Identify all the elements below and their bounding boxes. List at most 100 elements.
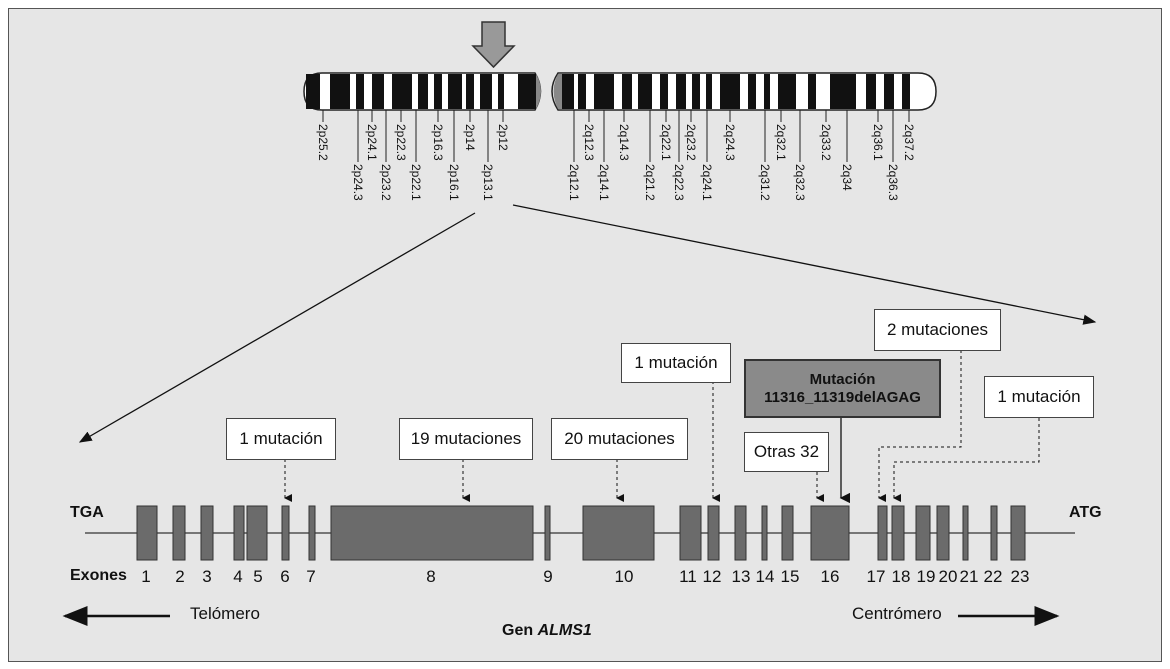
band-label-q-0: 2q12.1 [567,164,581,201]
band-label-p-1: 2p24.3 [351,164,365,201]
exon-number-9: 9 [543,567,553,586]
exon-block-8 [330,505,534,561]
mutation-box-main: Mutación 11316_11319delAGAG [744,359,941,418]
mutation-box-exon12: 1 mutación [621,343,731,383]
band-label-q-12: 2q32.3 [793,164,807,201]
exon-block-1 [136,505,158,561]
band-label-q-7: 2q23.2 [684,124,698,161]
mutation-box-exon8: 19 mutaciones [399,418,533,460]
band-label-q-10: 2q31.2 [758,164,772,201]
gene-left-end: TGA [70,504,104,521]
mutation-box-exon17-18: 2 mutaciones [874,309,1001,351]
band-label-p-9: 2p13.1 [481,164,495,201]
gene-title: Gen ALMS1 [502,622,592,640]
band-label-p-7: 2p16.1 [447,164,461,201]
exon-block-22 [990,505,998,561]
exon-block-6 [281,505,290,561]
exon-number-13: 13 [731,567,751,586]
gene-right-end: ATG [1069,504,1102,521]
gene-title-name: ALMS1 [537,622,592,639]
telomere-label: Telómero [190,604,260,623]
band-label-q-11: 2q32.1 [774,124,788,161]
band-label-p-5: 2p22.1 [409,164,423,201]
exon-block-20 [936,505,950,561]
exon-number-21: 21 [959,567,979,586]
exon-number-14: 14 [755,567,775,586]
band-label-q-13: 2q33.2 [819,124,833,161]
exon-block-4 [233,505,245,561]
exon-number-19: 19 [916,567,936,586]
band-label-p-3: 2p23.2 [379,164,393,201]
band-tick-lines [322,110,910,162]
exon-block-15 [781,505,794,561]
exon-block-7 [308,505,316,561]
mutation-box-others: Otras 32 [744,432,829,472]
mutation-box-exon18: 1 mutación [984,376,1094,418]
band-label-q-8: 2q24.1 [700,164,714,201]
chromosome-p-arm [303,72,542,111]
gene-title-prefix: Gen [502,622,534,639]
band-label-p-0: 2p25.2 [316,124,330,161]
exon-number-3: 3 [202,567,212,586]
exon-number-22: 22 [983,567,1003,586]
exon-number-7: 7 [306,567,316,586]
band-label-q-6: 2q22.3 [672,164,686,201]
band-label-q-17: 2q37.2 [902,124,916,161]
exon-number-11: 11 [679,567,697,586]
exon-number-12: 12 [702,567,722,586]
band-label-q-2: 2q14.1 [597,164,611,201]
locus-arrow-icon [471,21,516,69]
exon-number-16: 16 [820,567,840,586]
band-label-p-2: 2p24.1 [365,124,379,161]
band-label-q-16: 2q36.3 [886,164,900,201]
mutation-pointers [284,350,1040,502]
exon-number-23: 23 [1010,567,1030,586]
exon-block-13 [734,505,747,561]
exons-label: Exones [70,567,127,584]
exon-block-11 [679,505,702,561]
exon-block-10 [582,505,655,561]
band-label-p-6: 2p16.3 [431,124,445,161]
mutation-box-exon10: 20 mutaciones [551,418,688,460]
exon-block-23 [1010,505,1026,561]
zoom-line-right [512,204,1097,325]
exon-block-3 [200,505,214,561]
exon-block-14 [761,505,768,561]
exon-number-15: 15 [780,567,800,586]
main-mutation-code: 11316_11319delAGAG [764,388,921,406]
exon-number-5: 5 [253,567,263,586]
exon-number-4: 4 [233,567,243,586]
exon-block-17 [877,505,888,561]
exon-number-18: 18 [891,567,911,586]
exon-number-6: 6 [280,567,290,586]
band-label-q-1: 2q12.3 [582,124,596,161]
exon-block-12 [707,505,720,561]
exon-number-2: 2 [175,567,185,586]
band-label-q-15: 2q36.1 [871,124,885,161]
zoom-line-left [78,212,476,443]
exon-number-10: 10 [614,567,634,586]
exon-block-5 [246,505,268,561]
chromosome-q-arm [551,72,937,111]
exon-block-2 [172,505,186,561]
exon-block-19 [915,505,931,561]
band-label-p-10: 2p12 [496,124,510,151]
exon-number-17: 17 [866,567,886,586]
mutation-box-exon6: 1 mutación [226,418,336,460]
exon-block-9 [544,505,551,561]
exon-block-18 [891,505,905,561]
exon-block-16 [810,505,850,561]
exon-number-20: 20 [938,567,958,586]
exon-block-21 [962,505,969,561]
band-label-q-14: 2q34 [840,164,854,191]
centromere-label: Centrómero [852,604,942,623]
band-label-p-8: 2p14 [463,124,477,151]
band-label-q-3: 2q14.3 [617,124,631,161]
exon-number-8: 8 [426,567,436,586]
band-label-q-9: 2q24.3 [723,124,737,161]
band-label-q-5: 2q22.1 [659,124,673,161]
main-mutation-title: Mutación [809,370,876,388]
band-label-p-4: 2p22.3 [394,124,408,161]
exon-blocks [136,505,1026,561]
